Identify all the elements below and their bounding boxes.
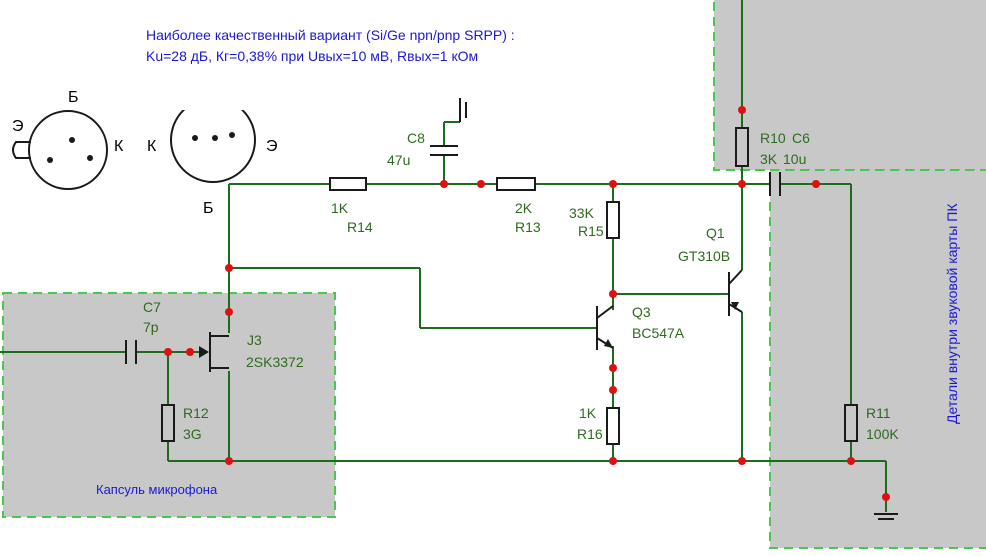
q3-name: Q3 <box>632 304 651 320</box>
q1-value: GT310B <box>678 248 730 264</box>
ground-symbol <box>874 513 898 520</box>
junction-node <box>609 180 617 188</box>
pin-label-k: К <box>147 138 157 155</box>
soundcard-zone-label: Детали внутри звуковой карты ПК <box>944 203 960 424</box>
pin-label-b: Б <box>68 89 79 106</box>
resistor-r14: 1K R14 <box>329 177 373 235</box>
junction-nodes <box>164 106 890 501</box>
r14-value: 1K <box>331 200 349 216</box>
resistor-r11: R11 100K <box>844 404 899 442</box>
pin-label-b: Б <box>203 200 214 217</box>
r11-value: 100K <box>866 426 899 442</box>
q3-value: BC547A <box>632 325 685 341</box>
r16-value: 1K <box>579 405 597 421</box>
r16-name: R16 <box>577 426 603 442</box>
junction-node <box>609 457 617 465</box>
resistor-r16: 1K R16 <box>577 405 620 445</box>
r14-name: R14 <box>347 219 373 235</box>
c6-name: C6 <box>792 130 810 146</box>
junction-node <box>609 290 617 298</box>
junction-node <box>440 180 448 188</box>
r13-name: R13 <box>515 219 541 235</box>
c7-name: C7 <box>143 299 161 315</box>
r15-name: R15 <box>578 223 604 239</box>
transistor-q3: Q3 BC547A <box>596 304 685 350</box>
r11-name: R11 <box>866 405 891 421</box>
c7-value: 7p <box>143 319 159 335</box>
r15-value: 33K <box>569 205 595 221</box>
resistor-r12: R12 3G <box>161 404 209 442</box>
junction-node <box>186 348 194 356</box>
junction-node <box>164 348 172 356</box>
resistor-r15: 33K R15 <box>569 201 620 239</box>
c6-value: 10u <box>783 151 806 167</box>
soundcard-zone-bottom <box>769 169 986 549</box>
junction-node <box>812 180 820 188</box>
r10-name: R10 <box>760 130 786 146</box>
j3-value: 2SK3372 <box>246 354 304 370</box>
j3-name: J3 <box>247 332 262 348</box>
junction-node <box>225 264 233 272</box>
capacitor-c6: C6 10u <box>769 130 810 196</box>
circuit-title: Наиболее качественный вариант (Si/Ge npn… <box>146 27 515 43</box>
transistor-pinout-right: К Э Б <box>147 95 278 217</box>
c8-value: 47u <box>387 152 410 168</box>
junction-node <box>225 457 233 465</box>
r13-value: 2K <box>515 200 533 216</box>
r10-value: 3K <box>760 151 778 167</box>
junction-node <box>738 180 746 188</box>
r12-value: 3G <box>183 426 202 442</box>
r12-name: R12 <box>183 405 209 421</box>
junction-node <box>477 180 485 188</box>
capsule-zone-label: Капсуль микрофона <box>96 482 218 497</box>
transistor-q1: Q1 GT310B <box>678 225 743 316</box>
pin-label-e: Э <box>12 118 24 135</box>
capacitor-c8: C8 47u <box>387 98 467 168</box>
circuit-specs: Ku=28 дБ, Кг=0,38% при Uвых=10 мВ, Rвых=… <box>146 48 478 64</box>
c8-name: C8 <box>407 130 425 146</box>
junction-node <box>738 457 746 465</box>
pin-label-e: Э <box>266 138 278 155</box>
capacitor-c7: C7 7p <box>125 299 161 364</box>
junction-node <box>847 457 855 465</box>
junction-node <box>609 364 617 372</box>
junction-node <box>882 493 890 501</box>
junction-node <box>225 308 233 316</box>
jfet-j3: J3 2SK3372 <box>199 332 304 372</box>
resistor-r10: R10 3K <box>735 127 786 167</box>
soundcard-zone-top <box>713 0 986 171</box>
junction-node <box>609 386 617 394</box>
junction-node <box>738 106 746 114</box>
transistor-pinout-left: Б Э К <box>12 89 124 190</box>
resistor-r13: 2K R13 <box>496 177 541 235</box>
pin-label-k: К <box>114 138 124 155</box>
q1-name: Q1 <box>706 225 725 241</box>
